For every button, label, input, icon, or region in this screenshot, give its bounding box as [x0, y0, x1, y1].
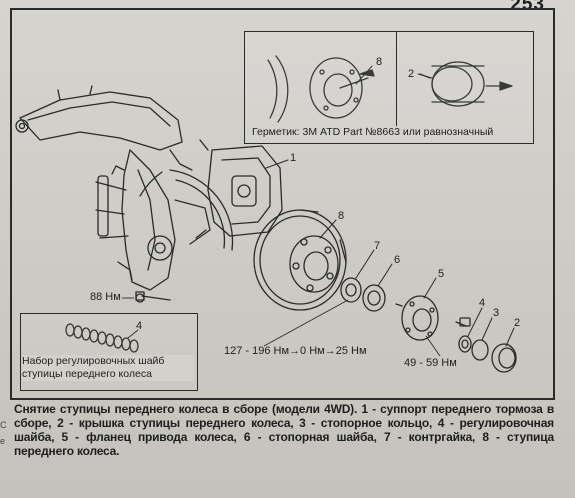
- inset-label-2: 2: [408, 68, 415, 80]
- torque-bolt: 88 Нм: [90, 291, 121, 303]
- callout-6: 6: [394, 254, 401, 266]
- steering-knuckle: [95, 149, 211, 303]
- callout-7: 7: [374, 240, 381, 252]
- figure-caption: Снятие ступицы переднего колеса в сборе …: [14, 402, 554, 458]
- edge-mark-2: e: [0, 436, 6, 446]
- shim: [458, 335, 472, 353]
- lock-washer: [362, 284, 386, 312]
- brake-caliper: [195, 139, 283, 239]
- callout-8: 8: [338, 210, 345, 222]
- torque-flange: 49 - 59 Нм: [404, 357, 457, 369]
- kit-caption-line-1: Набор регулировочных шайб: [22, 355, 165, 367]
- upper-control-arm: [15, 85, 193, 171]
- kit-caption-line-2: ступицы переднего колеса: [22, 368, 152, 380]
- page-number: 253: [510, 0, 545, 15]
- drive-flange: [395, 295, 471, 341]
- locknut: [340, 277, 362, 303]
- figure-frame: [10, 8, 555, 400]
- torque-locknut: 127 - 196 Нм→0 Нм→25 Нм: [224, 345, 367, 357]
- hub-cap: [491, 343, 517, 373]
- inset-hub-drawing: [267, 55, 375, 123]
- snap-ring: [471, 339, 489, 361]
- callout-2: 2: [514, 317, 521, 329]
- leader-lines: [127, 65, 515, 347]
- callout-1: 1: [290, 152, 297, 164]
- sealant-inset-box: [244, 31, 534, 144]
- shim-kit-caption: Набор регулировочных шайб ступицы передн…: [22, 355, 194, 381]
- edge-mark-1: C: [0, 420, 7, 430]
- kit-label-4: 4: [136, 320, 143, 332]
- inset-divider: [396, 31, 397, 126]
- inset-cap-drawing: [419, 61, 513, 107]
- inset-label-8: 8: [376, 56, 383, 68]
- shim-kit-rings: [65, 323, 139, 353]
- brake-disc: [253, 209, 347, 311]
- callout-3: 3: [493, 307, 500, 319]
- caliper-bolt: [117, 261, 171, 301]
- callout-4: 4: [479, 297, 486, 309]
- torque-leaders: [122, 297, 441, 357]
- sealant-caption: Герметик: 3М ATD Part №8663 или равнозна…: [252, 126, 494, 138]
- callout-5: 5: [438, 268, 445, 280]
